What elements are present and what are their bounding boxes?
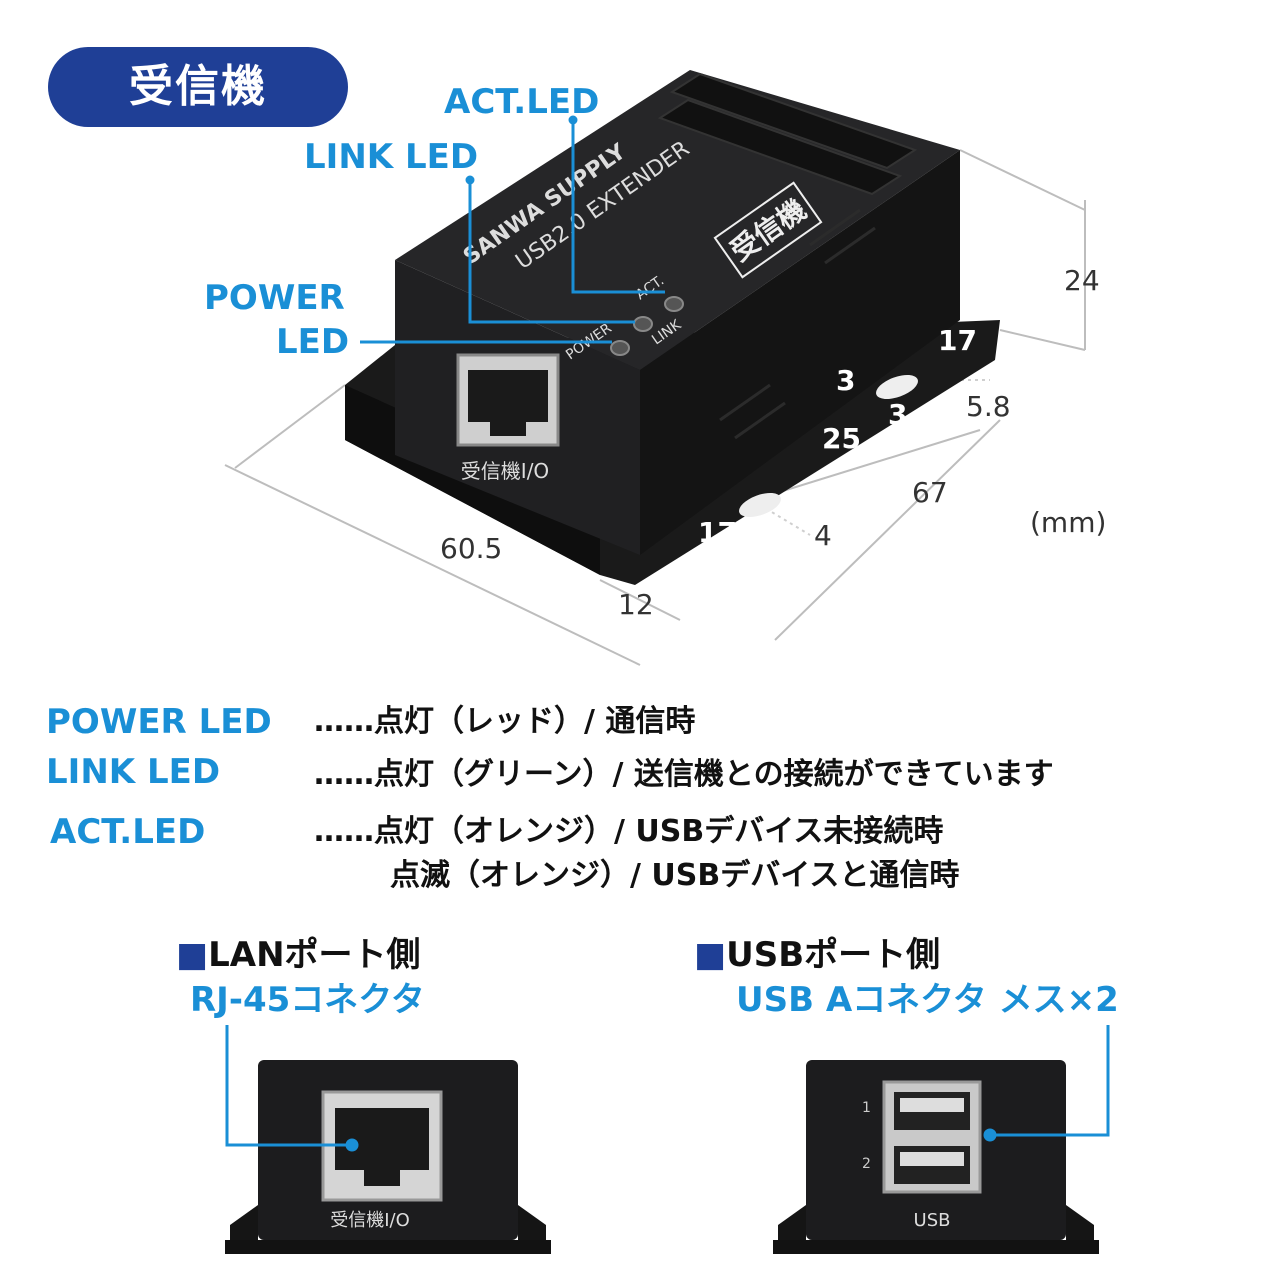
dim-hole-a: 3	[836, 364, 856, 397]
dim-hole-c: 4	[814, 519, 832, 552]
lan-port-label: 受信機I/O	[330, 1210, 410, 1231]
dim-hole-spacing: 25	[822, 422, 861, 455]
dim-offset: 5.8	[966, 390, 1011, 423]
dimension-lines	[224, 149, 1086, 666]
mount-hole-1	[876, 374, 918, 400]
mount-hole-2	[739, 492, 781, 518]
led-desc-power: ……点灯（レッド）/ 通信時	[314, 704, 696, 739]
receiver-badge: 受信機	[48, 47, 348, 127]
callout-power-led-line1: POWER	[204, 278, 345, 318]
lan-section-title: ■LANポート側	[176, 935, 421, 975]
dim-hole-b: 3	[888, 398, 908, 431]
led-name-link: LINK LED	[46, 752, 221, 792]
link-led	[633, 316, 653, 332]
lan-port-view: 受信機I/O	[225, 1060, 551, 1254]
usb-title-text: USBポート側	[726, 935, 941, 975]
led-desc-link: ……点灯（グリーン）/ 送信機との接続ができています	[314, 757, 1054, 792]
device-side	[640, 150, 960, 555]
dim-height: 24	[1064, 264, 1100, 297]
dim-length: 67	[912, 476, 948, 509]
lan-section-subtitle: RJ-45コネクタ	[190, 980, 425, 1020]
usb-marker: ■	[694, 935, 727, 975]
lan-title-text: LANポート側	[208, 935, 421, 975]
dim-top-width: 17	[938, 324, 977, 357]
usb-section-title: ■USBポート側	[694, 935, 940, 975]
dim-depth: 60.5	[440, 532, 503, 565]
device-top	[395, 70, 960, 370]
usb-port-2-label: 2	[862, 1156, 871, 1172]
usb-port-label: USB	[914, 1210, 951, 1231]
port-callout-lines	[225, 1025, 1110, 1152]
dim-unit: (mm)	[1030, 506, 1107, 539]
dim-flange: 12	[618, 588, 654, 621]
front-port-label: 受信機I/O	[461, 459, 549, 483]
led-name-power: POWER LED	[46, 702, 272, 742]
usb-section-subtitle: USB Aコネクタ メス×2	[736, 980, 1119, 1020]
lan-marker: ■	[176, 935, 209, 975]
callout-power-led-line2: LED	[276, 322, 350, 362]
power-led	[610, 340, 630, 356]
led-name-act: ACT.LED	[50, 812, 206, 852]
callout-lines	[360, 115, 665, 344]
callout-link-led: LINK LED	[304, 137, 479, 177]
led-desc-act-2: 点滅（オレンジ）/ USBデバイスと通信時	[390, 858, 960, 893]
led-desc-act-1: ……点灯（オレンジ）/ USBデバイス未接続時	[314, 814, 944, 849]
usb-port-1-label: 1	[862, 1100, 871, 1116]
usb-port-view: 1 2 USB	[773, 1060, 1099, 1254]
dim-bottom-width: 17	[698, 516, 737, 549]
callout-act-led: ACT.LED	[444, 82, 600, 122]
act-led	[664, 296, 684, 312]
